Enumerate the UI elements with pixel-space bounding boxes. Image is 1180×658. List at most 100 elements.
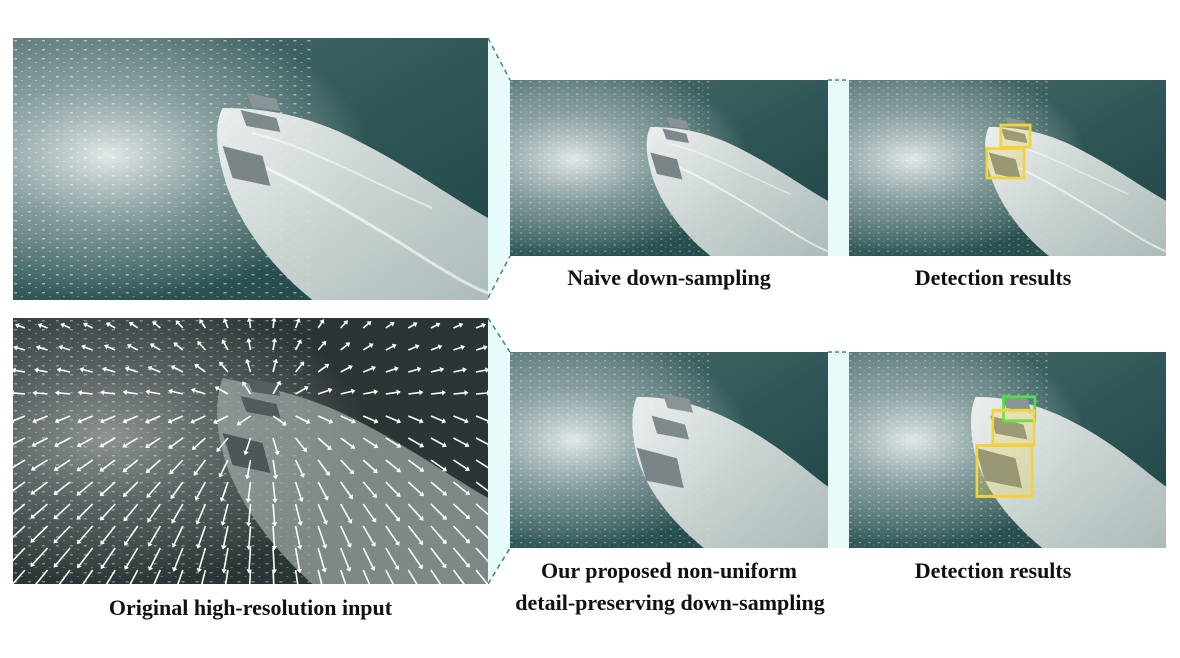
displacement-arrow (201, 322, 207, 329)
top-connector-line-upper (487, 37, 511, 81)
displacement-arrow (430, 415, 443, 422)
displacement-arrowhead (296, 568, 303, 574)
displacement-arrow (272, 341, 276, 351)
displacement-arrow (84, 346, 93, 351)
boat-2 (240, 110, 281, 132)
displacement-arrow (216, 415, 229, 423)
detection-bottom-panel (849, 352, 1166, 548)
displacement-arrowhead (389, 321, 395, 327)
displacement-arrowhead (350, 444, 356, 449)
displacement-arrow (453, 392, 465, 395)
displacement-arrow (86, 324, 93, 329)
displacement-arrow (197, 503, 207, 522)
displacement-arrow (239, 415, 251, 424)
displacement-arrowhead (218, 472, 224, 478)
displacement-arrowhead (124, 540, 129, 546)
displacement-arrow (408, 368, 418, 373)
displacement-arrowhead (347, 518, 353, 524)
displacement-arrowhead (366, 321, 372, 326)
displacement-arrow (217, 387, 229, 395)
displacement-arrowhead (122, 492, 128, 497)
displacement-arrowhead (34, 367, 39, 373)
displacement-arrow (125, 415, 139, 422)
displacement-arrowhead (77, 390, 82, 396)
displacement-arrow (272, 321, 275, 329)
displacement-arrowhead (55, 390, 60, 396)
displacement-arrowhead (485, 367, 488, 373)
displacement-arrowhead (418, 418, 424, 424)
displacement-arrow (173, 525, 184, 545)
displacement-arrowhead (347, 365, 353, 370)
displacement-arrowhead (396, 418, 402, 424)
displacement-arrow (58, 569, 71, 584)
displacement-arrowhead (465, 562, 470, 568)
displacement-arrow (408, 346, 417, 351)
displacement-arrow (295, 387, 306, 395)
displacement-arrow (340, 344, 348, 351)
displacement-arrow (224, 321, 229, 329)
displacement-arrowhead (216, 447, 222, 452)
caption-naive: Naive down-sampling (567, 265, 771, 290)
displacement-arrow (130, 345, 139, 351)
displacement-arrowhead (464, 442, 470, 448)
displacement-arrowhead (145, 443, 151, 449)
displacement-arrow (272, 525, 276, 547)
displacement-arrow (407, 437, 421, 446)
displacement-arrowhead (373, 389, 379, 395)
displacement-arrow (295, 415, 308, 423)
displacement-arrowhead (319, 319, 325, 324)
displacement-arrowhead (395, 492, 401, 497)
displacement-arrow (294, 525, 301, 546)
displacement-arrow (248, 341, 252, 351)
displacement-arrow (37, 369, 48, 373)
displacement-arrow (248, 569, 252, 584)
displacement-arrow (35, 415, 48, 422)
displacement-arrowhead (245, 498, 252, 503)
displacement-arrow (385, 459, 399, 471)
displacement-arrow (171, 390, 184, 395)
displacement-arrowhead (348, 494, 353, 500)
displacement-arrowhead (418, 564, 423, 570)
displacement-arrow (362, 481, 375, 496)
displacement-arrowhead (219, 497, 225, 502)
displacement-arrowhead (324, 363, 330, 369)
displacement-arrow (13, 481, 26, 492)
naive-downsampling-panel (510, 80, 828, 256)
displacement-arrow (248, 321, 252, 329)
displacement-arrow (385, 547, 398, 567)
displacement-arrow (339, 525, 350, 545)
displacement-arrowhead (100, 564, 106, 570)
displacement-arrow (408, 415, 421, 422)
caption-proposed-line1: Our proposed non-uniform (541, 558, 797, 583)
displacement-arrow (102, 547, 116, 567)
displacement-arrowhead (54, 442, 60, 448)
displacement-arrow (105, 368, 116, 373)
displacement-arrowhead (168, 388, 173, 395)
displacement-arrow (62, 346, 71, 351)
displacement-arrowhead (32, 390, 37, 396)
displacement-arrowhead (102, 366, 107, 373)
displacement-arrowhead (274, 450, 280, 456)
displacement-arrowhead (242, 381, 247, 387)
displacement-arrow (13, 437, 26, 445)
displacement-arrow (247, 362, 252, 373)
displacement-arrow (80, 415, 93, 422)
displacement-arrow (407, 459, 422, 470)
displacement-arrowhead (170, 365, 176, 371)
displacement-arrowhead (464, 418, 469, 424)
displacement-arrow (362, 345, 371, 351)
displacement-arrow (362, 415, 376, 422)
displacement-arrow (340, 366, 350, 373)
displacement-arrow (41, 324, 48, 329)
displacement-arrow (224, 569, 229, 584)
displacement-arrow (430, 368, 441, 373)
displacement-arrow (148, 459, 161, 471)
displacement-arrowhead (419, 467, 425, 472)
displacement-arrow (475, 346, 485, 351)
displacement-arrowhead (191, 387, 196, 394)
displacement-arrowhead (99, 491, 105, 497)
displacement-arrow (13, 415, 26, 422)
displacement-arrowhead (76, 490, 82, 496)
displacement-arrow (407, 569, 418, 584)
displacement-arrow (199, 343, 206, 351)
